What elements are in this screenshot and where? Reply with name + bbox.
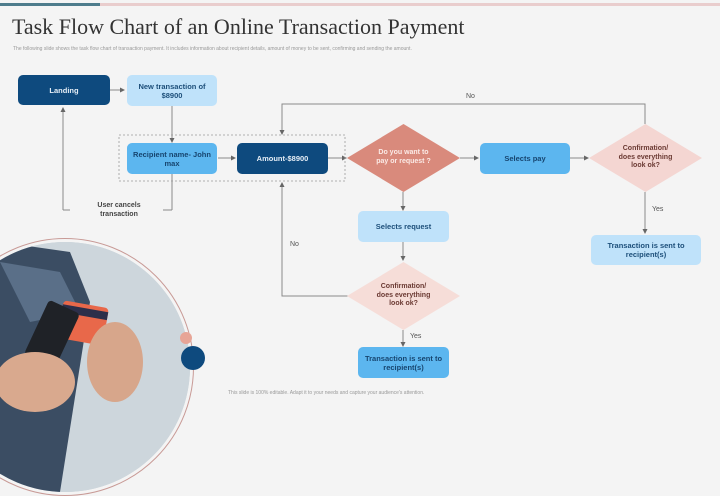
node-amount: Amount-$8900	[237, 143, 328, 174]
node-selects-request-label: Selects request	[375, 222, 432, 231]
node-selects-request: Selects request	[358, 211, 449, 242]
edge-label-no-left: No	[290, 241, 299, 248]
node-new-transaction: New transaction of $8900	[127, 75, 217, 106]
page-title: Task Flow Chart of an Online Transaction…	[12, 14, 465, 39]
node-confirm-bottom: Confirmation/ does everything look ok?	[347, 262, 460, 330]
node-pay-or-request-label: Do you want to pay or request ?	[376, 149, 431, 165]
top-accent-bar-right	[100, 3, 720, 6]
connector-lines	[60, 87, 648, 347]
node-amount-label: Amount-$8900	[256, 154, 309, 163]
node-user-cancels: User cancels transaction	[97, 202, 141, 218]
decorative-dot-pink	[180, 332, 192, 344]
node-landing: Landing	[18, 75, 110, 105]
node-landing-label: Landing	[49, 85, 79, 95]
edge-label-yes-right: Yes	[652, 206, 664, 213]
node-confirm-top: Confirmation/ does everything look ok?	[589, 124, 702, 192]
page-subtitle: The following slide shows the task flow …	[13, 46, 412, 52]
node-selects-pay: Selects pay	[480, 143, 570, 174]
edge-label-no-top: No	[466, 93, 475, 100]
node-sent-bottom-label: Transaction is sent to recipient(s)	[364, 353, 443, 372]
decorative-dot-blue	[181, 346, 205, 370]
node-recipient: Recipient name- John max	[127, 143, 217, 174]
node-pay-or-request: Do you want to pay or request ?	[347, 124, 460, 192]
node-recipient-label: Recipient name- John max	[133, 149, 211, 168]
node-confirm-bottom-label: Confirmation/ does everything look ok?	[376, 282, 431, 308]
node-confirm-top-label: Confirmation/ does everything look ok?	[618, 144, 673, 170]
footer-note: This slide is 100% editable. Adapt it to…	[228, 390, 425, 396]
node-new-transaction-label: New transaction of $8900	[138, 81, 206, 100]
node-sent-top: Transaction is sent to recipient(s)	[591, 235, 701, 265]
node-sent-bottom: Transaction is sent to recipient(s)	[358, 347, 449, 378]
node-selects-pay-label: Selects pay	[504, 154, 546, 163]
edge-label-yes-bottom: Yes	[410, 333, 422, 340]
node-sent-top-label: Transaction is sent to recipient(s)	[607, 241, 685, 259]
top-accent-bar-left	[0, 3, 100, 6]
